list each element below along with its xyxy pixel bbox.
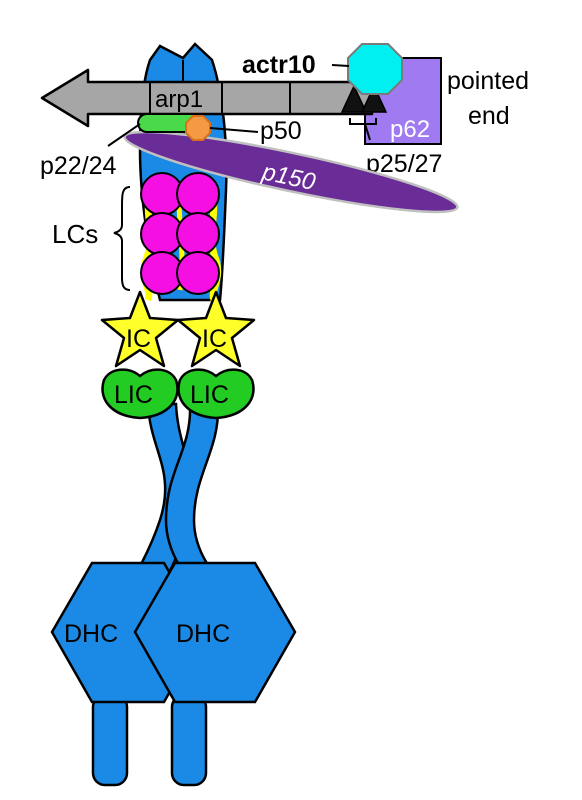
lcs-annotation: LCs — [52, 186, 131, 291]
dhc-leg-left — [91, 693, 129, 787]
light-chain-linker-right — [208, 189, 222, 302]
light-chain — [176, 251, 220, 295]
actr10-label: actr10 — [242, 51, 316, 79]
p150-ellipse — [123, 130, 459, 214]
p25-27-subunits: p25/27 — [340, 84, 442, 178]
p50-subunit: p50 — [185, 115, 302, 145]
p50-octagon — [185, 115, 211, 141]
dhc-head-right — [133, 561, 297, 704]
lic-right-label: LIC — [190, 381, 229, 409]
lic-left-shape — [101, 368, 179, 420]
p27-triangle — [360, 84, 388, 113]
dhc-motor-domains: DHC DHC — [50, 561, 297, 787]
p62-label: p62 — [390, 116, 430, 143]
arp1-filament: arp1 — [40, 68, 374, 128]
lic-right-shape — [177, 368, 255, 420]
dhc-leg-right — [170, 693, 208, 787]
light-intermediate-chains: LIC LIC — [101, 368, 255, 420]
p22-24-leader — [107, 123, 141, 147]
pointed-end-label-line1: pointed — [447, 67, 529, 95]
arp1-label: arp1 — [155, 86, 203, 113]
p25-triangle — [340, 84, 368, 113]
light-chain — [176, 172, 220, 216]
intermediate-chains: IC IC — [100, 290, 256, 368]
pointed-end-annotation: pointed end — [447, 67, 529, 130]
p25-27-bracket — [349, 118, 377, 141]
dhc-left-label: DHC — [64, 620, 118, 648]
p22-24-label: p22/24 — [40, 152, 117, 180]
p150-subunit: p150 — [123, 130, 459, 214]
light-chains — [140, 172, 222, 302]
ic-right-star — [176, 290, 256, 368]
lcs-bracket — [113, 186, 131, 291]
light-chain — [176, 212, 220, 256]
actr10-subunit: actr10 — [242, 43, 403, 95]
p22-24-subunit: p22/24 — [40, 113, 201, 180]
actr10-leader — [331, 64, 350, 67]
ic-left-label: IC — [126, 325, 151, 353]
dhc-right-label: DHC — [176, 620, 230, 648]
actr10-octagon — [347, 43, 403, 95]
ic-right-label: IC — [202, 325, 227, 353]
lic-left-label: LIC — [114, 381, 153, 409]
p50-label: p50 — [260, 117, 302, 145]
lcs-label: LCs — [52, 219, 98, 249]
pointed-end-label-line2: end — [468, 102, 510, 130]
p50-leader — [209, 127, 259, 133]
ic-left-star — [100, 290, 180, 368]
